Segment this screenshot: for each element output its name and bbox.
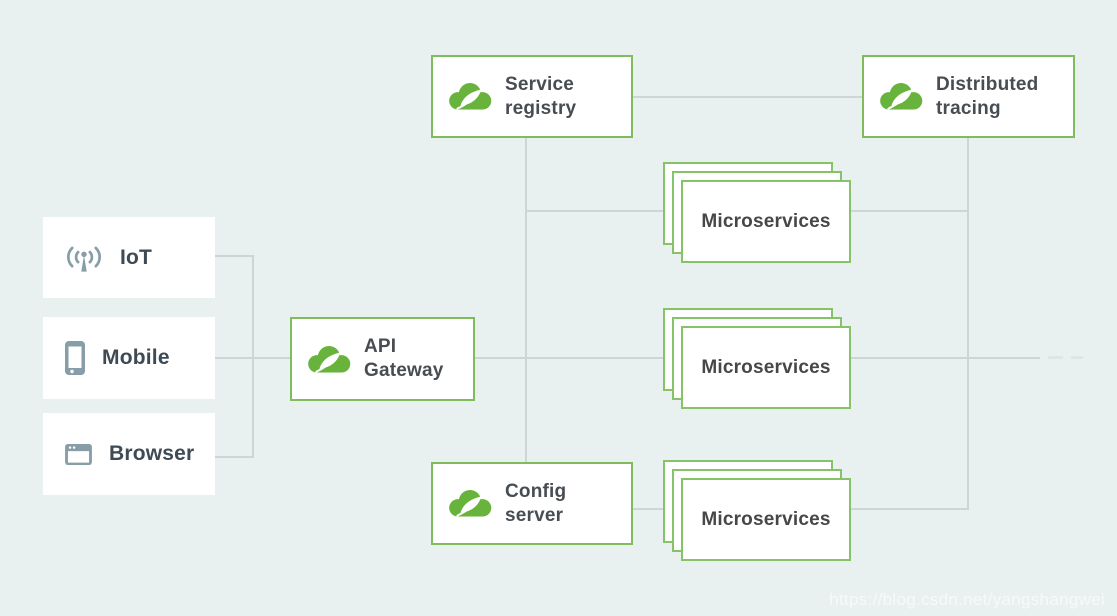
node-microservices-middle: Microservices — [663, 308, 852, 410]
service-registry-label-line1: Service — [505, 73, 575, 95]
edge-registry-to-config-vertical — [525, 138, 527, 462]
edge-iot-to-bus — [215, 255, 253, 257]
api-gateway-label-line2: Gateway — [364, 360, 444, 381]
service-registry-label-line2: registry — [505, 97, 577, 119]
spring-cloud-leaf-icon — [448, 80, 492, 113]
stack-layer-front: Microservices — [681, 180, 851, 263]
spring-cloud-leaf-icon — [879, 80, 923, 113]
stack-layer-front: Microservices — [681, 326, 851, 409]
api-gateway-label-line1: API — [364, 336, 397, 358]
browser-window-icon — [64, 443, 93, 466]
node-api-gateway: API Gateway — [290, 317, 475, 401]
edge-continuation-dash-1 — [1048, 356, 1063, 359]
microservices-top-label: Microservices — [701, 210, 831, 232]
node-microservices-top: Microservices — [663, 162, 852, 264]
node-distributed-tracing: Distributed tracing — [862, 55, 1075, 138]
edge-mobile-to-gateway — [215, 357, 290, 359]
edge-tracing-vertical — [967, 138, 969, 510]
watermark-url: https://blog.csdn.net/yangshangwei — [829, 590, 1105, 609]
node-config-server: Config server — [431, 462, 633, 545]
node-iot: IoT — [43, 217, 215, 298]
node-mobile: Mobile — [43, 317, 215, 399]
node-mobile-label: Mobile — [102, 346, 170, 369]
node-service-registry-label: Service registry — [505, 73, 576, 121]
config-server-label-line2: server — [505, 504, 564, 526]
spring-cloud-leaf-icon — [448, 487, 492, 520]
node-iot-label: IoT — [120, 245, 153, 269]
edge-continuation-dash-2 — [1071, 356, 1083, 359]
node-api-gateway-label: API Gateway — [364, 335, 444, 383]
antenna-signal-icon — [64, 242, 104, 274]
microservices-bottom-label: Microservices — [701, 508, 831, 530]
node-service-registry: Service registry — [431, 55, 633, 138]
distributed-tracing-label-line1: Distributed — [936, 73, 1039, 95]
config-server-label-line1: Config — [505, 480, 567, 502]
smartphone-icon — [64, 340, 86, 376]
node-distributed-tracing-label: Distributed tracing — [936, 73, 1038, 121]
stack-layer-front: Microservices — [681, 478, 851, 561]
edge-registry-to-tracing — [633, 96, 862, 98]
node-browser: Browser — [43, 413, 215, 495]
distributed-tracing-label-line2: tracing — [936, 97, 1001, 119]
node-browser-label: Browser — [109, 442, 195, 465]
spring-cloud-leaf-icon — [307, 343, 351, 376]
microservices-middle-label: Microservices — [701, 356, 831, 378]
node-microservices-bottom: Microservices — [663, 460, 852, 562]
edge-browser-to-bus — [215, 456, 253, 458]
edge-client-bus-vertical — [252, 255, 254, 458]
node-config-server-label: Config server — [505, 480, 566, 528]
